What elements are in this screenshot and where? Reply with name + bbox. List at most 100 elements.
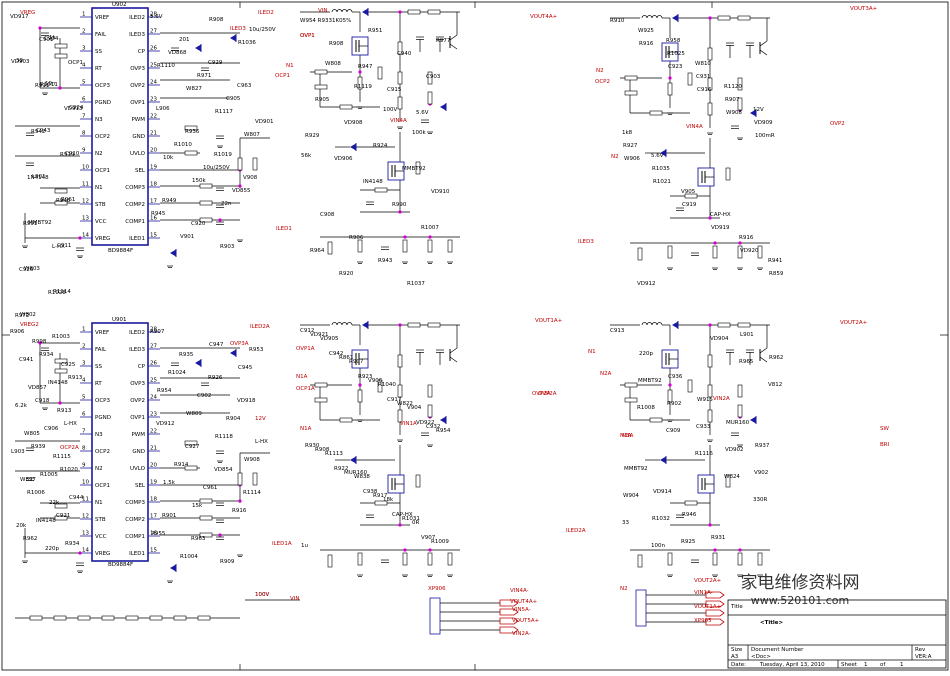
inductor [641,322,663,326]
component-ref: R1040 [378,382,396,388]
component-ref: W809 [186,411,202,417]
component-ref: 10k [163,155,174,161]
resistor [199,200,213,206]
component-ref: C904 [44,36,59,42]
wiring [15,10,770,619]
net-label: OVP2A [532,391,551,397]
component-ref: L901 [32,174,46,180]
ground-symbol [402,261,408,264]
resistor [397,409,403,423]
component-ref: V907 [421,535,436,541]
component-ref: 150k [192,178,206,184]
component-ref: C947 [209,342,224,348]
component-ref: R924 [373,143,388,149]
resistor [197,615,211,621]
resistor [377,66,383,80]
ic-pin-name: GND [132,134,145,140]
component-ref: R926 [208,375,223,381]
component-ref: R939 [31,444,46,450]
component-ref: R907 [725,97,740,103]
junction-dot [38,26,42,30]
resistor [427,552,433,566]
junction-dot [218,533,222,537]
ground-symbol [427,444,433,447]
component-ref: W908 [726,110,742,116]
component-ref: R911 [35,83,49,89]
junction-dot [403,235,407,239]
component-ref: C944 [69,495,84,501]
component-ref: 15k [192,503,203,509]
capacitor [26,132,34,136]
component-ref: VD919 [711,225,730,231]
junction-dot [358,70,362,74]
net-label: VIN [318,8,328,14]
title-block: Title <Title> Size A3 Document Number <D… [727,599,947,669]
ic-pin-number: 8 [82,446,86,452]
component-ref: R948 [56,198,71,204]
capacitor [421,432,429,436]
resistor [707,77,713,91]
ground-symbol [397,126,403,129]
ic-pin-number: 20 [150,148,157,154]
diode [350,143,357,151]
junction-dot [428,548,432,552]
ground-symbol [667,267,673,270]
ic-pin-name: COMP2 [125,517,145,523]
ic-pin-name: GND [132,449,145,455]
resistor [327,241,333,255]
component-ref: C913 [610,328,625,334]
net-label: VIN [290,596,300,602]
transistor [759,40,768,56]
ic-u901-body [91,322,149,562]
diode [440,103,447,111]
ic-pin-name: VREG [95,236,110,242]
component-ref: R931 [711,535,725,541]
net-label: VIN5A- [512,607,531,613]
ground-symbol [167,580,173,583]
ic-pin-name: COMP3 [125,185,145,191]
ic-pin-name: ILED3 [129,32,145,38]
net-label: XP905 [694,618,712,624]
ic-u902-body [91,7,149,246]
ic-pin-number: 16 [150,216,157,222]
ic-pin-number: 14 [82,233,89,239]
component-ref: 1u [301,543,308,549]
resistor [77,615,91,621]
component-ref: C921 [56,513,70,519]
diode [440,416,447,424]
ic-pin-number: 26 [150,46,157,52]
net-label: N2 [611,154,619,160]
ground-symbol [167,265,173,268]
sheet-label: Sheet [841,662,858,668]
ic-pin-number: 13 [82,216,89,222]
component-ref: C961 [203,485,217,491]
ic-pin-number: 27 [150,344,157,350]
component-ref: W906 [624,156,640,162]
inductor [331,322,353,326]
component-ref: R909 [220,559,235,565]
component-ref: R1114 [53,289,71,295]
component-ref: R1025 [667,51,685,57]
ground-symbol [22,245,28,248]
ic-pin-name: ILED1 [129,236,145,242]
resistor [649,417,663,423]
resistor [357,239,363,253]
component-ref: R962 [23,536,37,542]
resistor [687,379,693,393]
component-ref: R947 [358,64,373,70]
component-ref: R1020 [60,467,78,473]
ic-pin-number: 6 [82,412,86,418]
ic-pin-number: 23 [150,97,157,103]
resistor [374,500,388,506]
component-ref: C925 [61,362,76,368]
ground-symbol [712,267,718,270]
ground-symbol [357,574,363,577]
ic-pin-name: PGND [95,100,111,106]
component-ref: R859 [769,271,784,277]
ground-symbol [217,460,223,463]
ground-symbol [357,261,363,264]
net-label: OCP1A [296,386,315,392]
ic-pin-number: 3 [82,46,86,52]
net-label: N3A [622,433,634,439]
component-ref: VD910 [431,189,450,195]
